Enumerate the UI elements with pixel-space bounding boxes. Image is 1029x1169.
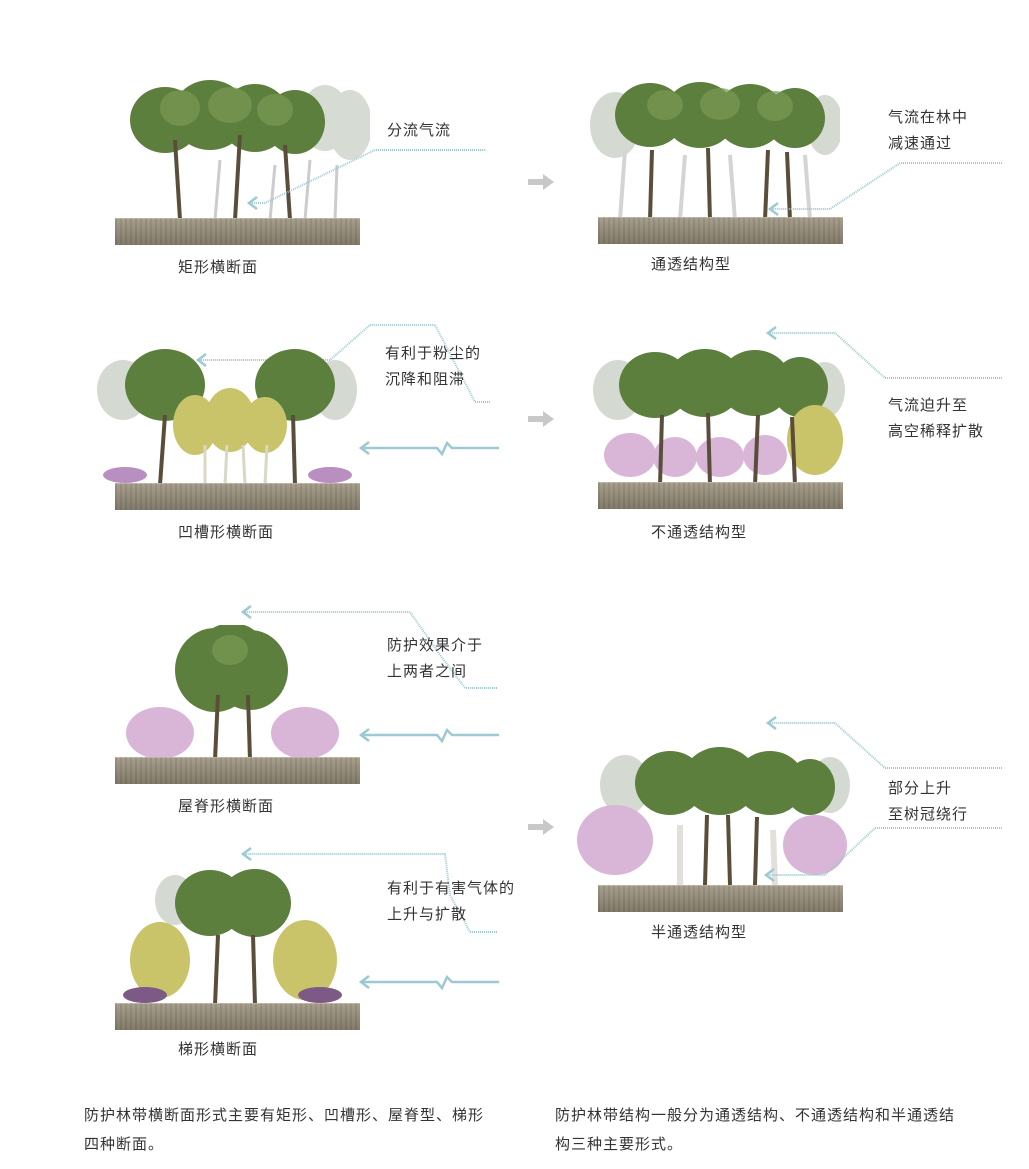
airflow-note: 气流在林中 减速通过 — [888, 108, 969, 152]
diagram-caption: 不通透结构型 — [651, 523, 748, 541]
tree-illustration — [123, 869, 342, 1005]
diagram-caption: 梯形横断面 — [178, 1040, 259, 1058]
airflow-arrow — [358, 974, 499, 991]
airflow-arrow — [763, 827, 1002, 882]
ground-strip — [598, 482, 843, 509]
airflow-note: 气流迫升至 高空稀释扩散 — [888, 396, 985, 440]
diagram-semi: 部分上升 至树冠绕行 半通透结构型 — [575, 705, 1010, 945]
arrow-right-icon — [528, 411, 554, 427]
diagram-caption: 半通透结构型 — [651, 923, 748, 941]
diagram-concave: 有利于粉尘的 沉降和阻滞 凹槽形横断面 — [95, 315, 515, 545]
airflow-note: 分流气流 — [387, 121, 452, 139]
diagram-rect: 分流气流 矩形横断面 — [95, 70, 515, 280]
arrow-right-icon — [528, 819, 554, 835]
airflow-arrow — [358, 727, 499, 744]
airflow-arrow — [240, 605, 497, 689]
diagram-trapezoid: 有利于有害气体的 上升与扩散 梯形横断面 — [95, 835, 515, 1065]
diagram-caption: 通透结构型 — [651, 255, 732, 273]
airflow-arrow — [767, 162, 1002, 216]
tree-illustration — [577, 747, 850, 885]
airflow-arrow — [358, 440, 499, 457]
ground-strip — [115, 218, 360, 245]
diagram-caption: 矩形横断面 — [178, 258, 259, 276]
airflow-arrow — [765, 716, 1002, 769]
diagram-ridge: 防护效果介于 上两者之间 屋脊形横断面 — [95, 595, 515, 815]
airflow-arrow — [240, 847, 497, 933]
diagram-caption: 屋脊形横断面 — [178, 797, 275, 815]
airflow-arrow — [765, 326, 1002, 379]
tree-illustration — [97, 349, 357, 485]
tree-illustration — [590, 82, 840, 220]
protection-note: 防护效果介于 上两者之间 — [387, 636, 484, 680]
tree-illustration — [593, 349, 845, 485]
gas-note: 有利于有害气体的 上升与扩散 — [387, 879, 516, 923]
tree-illustration — [130, 80, 370, 220]
airflow-arrow — [195, 324, 490, 403]
footer-left-text: 防护林带横断面形式主要有矩形、凹槽形、屋脊型、梯形 四种断面。 — [84, 1106, 485, 1153]
airflow-arrow — [246, 149, 485, 210]
footer-right-text: 防护林带结构一般分为通透结构、不通透结构和半通透结 构三种主要形式。 — [555, 1106, 956, 1153]
diagram-caption: 凹槽形横断面 — [178, 523, 275, 541]
diagram-impermeable: 气流迫升至 高空稀释扩散 不通透结构型 — [580, 315, 1010, 545]
ground-strip — [598, 217, 843, 244]
ground-strip — [598, 885, 843, 912]
airflow-note: 部分上升 至树冠绕行 — [888, 779, 969, 823]
arrow-right-icon — [528, 174, 554, 190]
ground-strip — [115, 483, 360, 510]
ground-strip — [115, 757, 360, 784]
ground-strip — [115, 1003, 360, 1030]
diagram-permeable: 气流在林中 减速通过 通透结构型 — [580, 70, 1010, 280]
dust-note: 有利于粉尘的 沉降和阻滞 — [385, 344, 482, 388]
tree-illustration — [126, 625, 339, 760]
